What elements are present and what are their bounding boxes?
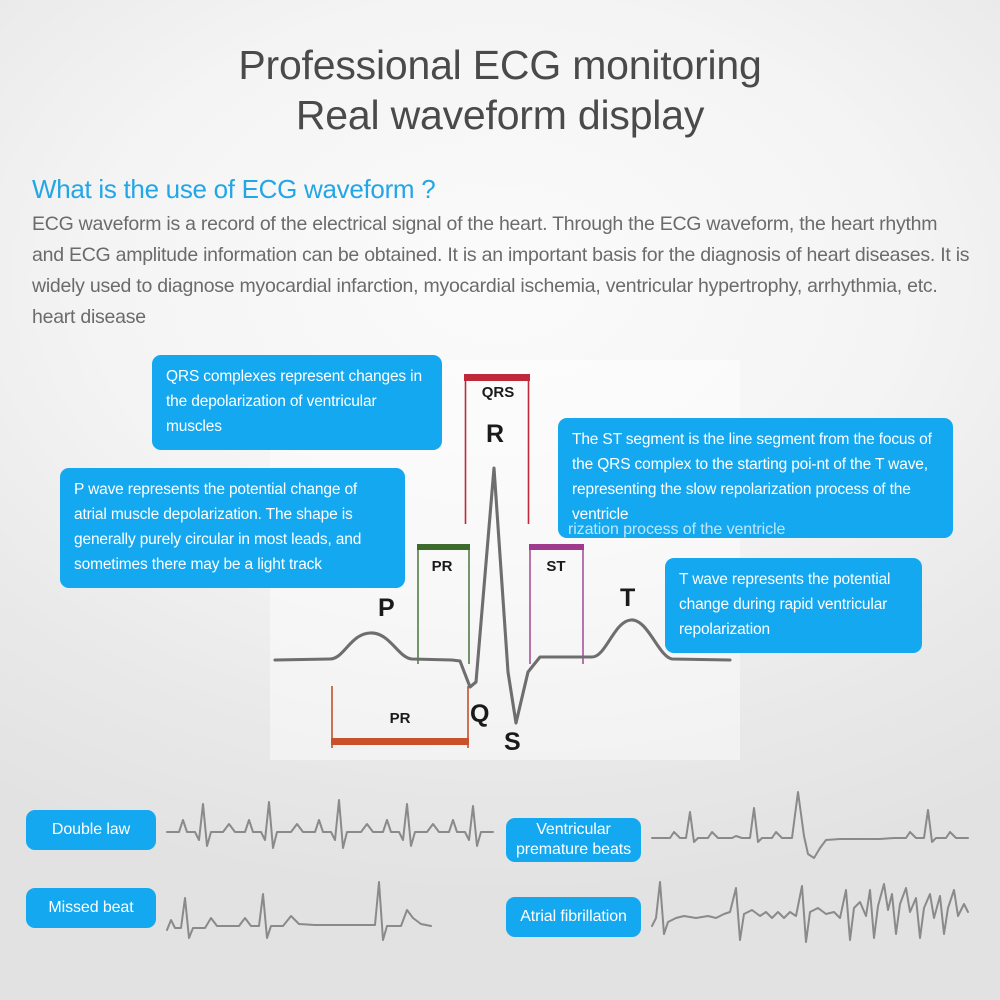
intro-paragraph: ECG waveform is a record of the electric… bbox=[32, 213, 970, 328]
bracket-st-segment bbox=[529, 544, 584, 664]
strip-badge-ventricular-premature-beats[interactable]: Ventricular premature beats bbox=[506, 818, 641, 862]
callout-p-wave: P wave represents the potential change o… bbox=[60, 468, 405, 588]
bracket-pr-interval bbox=[331, 686, 469, 748]
strip-badge-double-law[interactable]: Double law bbox=[26, 810, 156, 850]
wave-label-r: R bbox=[486, 420, 505, 448]
strip-badge-missed-beat[interactable]: Missed beat bbox=[26, 888, 156, 928]
callout-qrs: QRS complexes represent changes in the d… bbox=[152, 355, 442, 450]
title-line-1: Professional ECG monitoring bbox=[238, 42, 762, 88]
strip-badge-atrial-fibrillation[interactable]: Atrial fibrillation bbox=[506, 897, 641, 937]
page-title: Professional ECG monitoring Real wavefor… bbox=[0, 40, 1000, 140]
bracket-label-pr-interval: PR bbox=[389, 710, 411, 727]
ecg-trace-path bbox=[273, 466, 732, 725]
section-heading: What is the use of ECG waveform ? bbox=[32, 174, 436, 204]
callout-t-wave: T wave represents the potential change d… bbox=[665, 558, 922, 653]
rhythm-strip-double-law bbox=[166, 799, 494, 849]
ghost-text-artifact: rization process of the ventricle bbox=[568, 521, 786, 538]
bracket-label-st-segment: ST bbox=[546, 558, 566, 575]
rhythm-strip-ventricular-premature-beats bbox=[651, 791, 969, 859]
bracket-pr-segment bbox=[417, 544, 470, 664]
wave-label-t: T bbox=[620, 584, 636, 612]
bracket-label-qrs: QRS bbox=[481, 384, 515, 401]
vpb-label-line-1: Ventricular bbox=[536, 821, 611, 838]
wave-label-p: P bbox=[378, 594, 395, 622]
rhythm-strip-missed-beat bbox=[166, 881, 432, 941]
callout-st-segment: The ST segment is the line segment from … bbox=[558, 418, 953, 538]
vpb-label-line-2: premature beats bbox=[515, 841, 631, 858]
wave-label-q: Q bbox=[470, 700, 490, 728]
rhythm-strip-atrial-fibrillation bbox=[651, 881, 969, 943]
bracket-label-pr-segment: PR bbox=[431, 558, 453, 575]
title-line-2: Real waveform display bbox=[295, 92, 705, 138]
wave-label-s: S bbox=[504, 728, 521, 756]
bracket-qrs bbox=[464, 374, 530, 524]
